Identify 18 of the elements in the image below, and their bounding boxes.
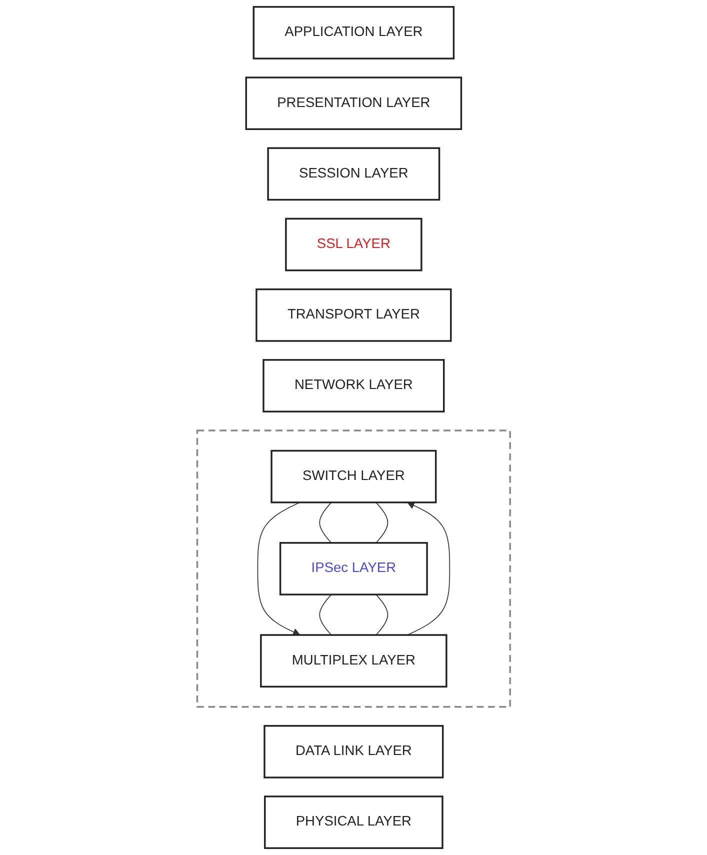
- arrow: [257, 502, 300, 636]
- node-box: PRESENTATION LAYER: [245, 76, 462, 130]
- connector: [375, 502, 388, 544]
- node-box: MULTIPLEX LAYER: [260, 634, 448, 688]
- node-box: SESSION LAYER: [267, 147, 440, 201]
- connector: [375, 594, 388, 636]
- node-box: APPLICATION LAYER: [252, 6, 454, 60]
- connector: [319, 594, 332, 636]
- node-box: TRANSPORT LAYER: [255, 288, 452, 342]
- node-box: SWITCH LAYER: [270, 450, 437, 504]
- node-box: PHYSICAL LAYER: [264, 796, 444, 849]
- node-box: IPSec LAYER: [279, 542, 428, 596]
- node-box: DATA LINK LAYER: [263, 724, 444, 778]
- cluster: [196, 430, 511, 708]
- node-box: NETWORK LAYER: [262, 359, 445, 412]
- node-box: SSL LAYER: [284, 218, 422, 272]
- connector: [319, 502, 332, 544]
- arrow: [406, 502, 450, 636]
